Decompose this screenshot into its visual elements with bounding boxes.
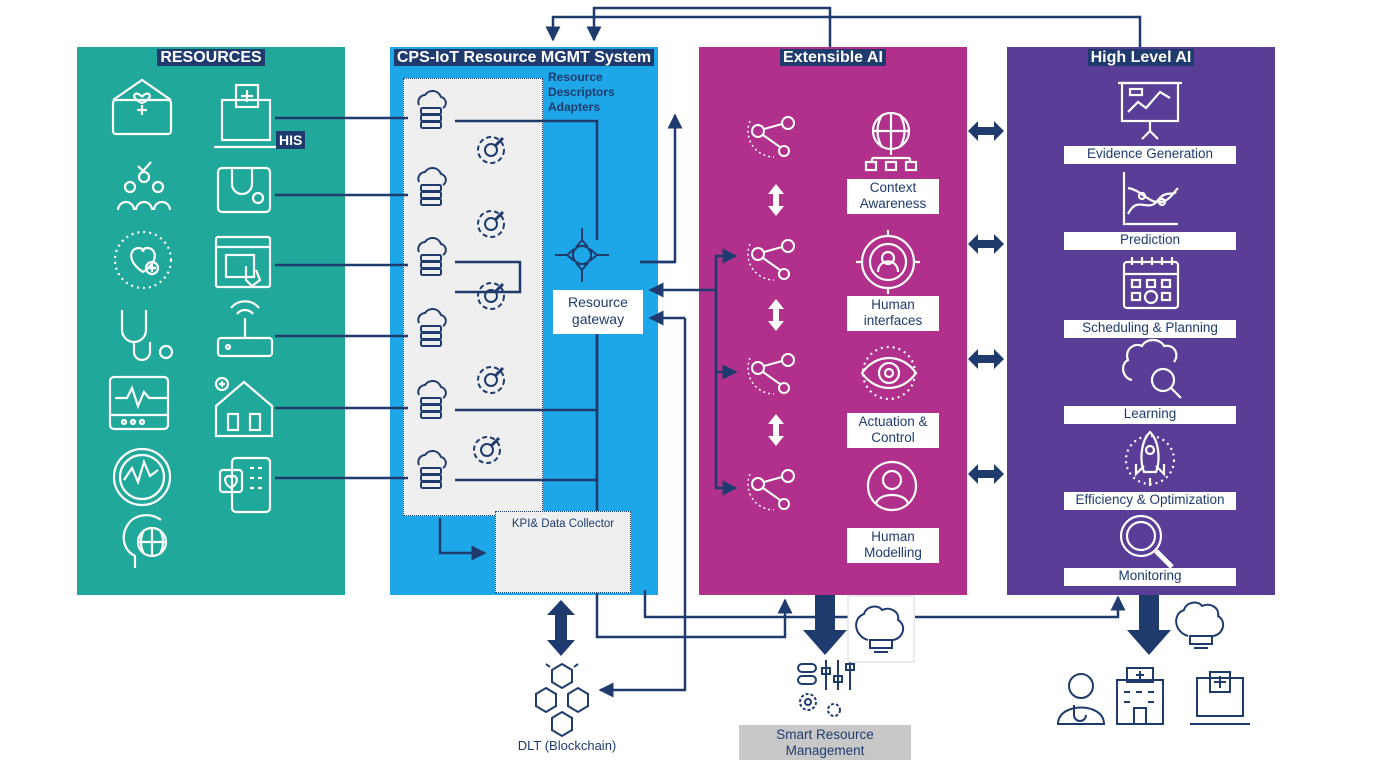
ext-item-label: Human (871, 297, 915, 312)
smart-resource-icon (797, 660, 855, 717)
monitor-wave-icon (108, 375, 170, 431)
high-level-icons (1118, 81, 1182, 569)
laptop-medical-icon (1190, 671, 1250, 725)
adapters-label-line2: Descriptors (548, 85, 615, 99)
down-arrow-smart (803, 595, 847, 655)
tablet-stethoscope-icon (216, 166, 272, 214)
lightbulb-brain-icon (1175, 601, 1225, 649)
hl-item-scheduling-planning: Scheduling & Planning (1064, 320, 1236, 338)
ext-item-human-modelling: Human Modelling (847, 528, 939, 563)
ext-updown-arrow-1 (768, 184, 784, 216)
down-arrow-high-level (1127, 595, 1171, 655)
share-node-icon (747, 116, 795, 158)
ext-item-label: interfaces (863, 313, 923, 328)
head-globe-icon (122, 514, 168, 568)
extensible-item-icons (856, 111, 920, 512)
calendar-icon (1122, 257, 1180, 310)
top-loop-lines (545, 6, 1142, 47)
ext-item-label: Context (869, 180, 917, 195)
resources-title: RESOURCES (157, 49, 265, 66)
eye-icon (860, 345, 918, 401)
high-level-ai-title: High Level AI (1087, 49, 1195, 66)
hl-item-efficiency-optimization: Efficiency & Optimization (1064, 492, 1236, 510)
person-icon (866, 460, 918, 512)
dlt-label: DLT (Blockchain) (517, 738, 617, 753)
ext-item-label: Control (871, 430, 915, 445)
ext-item-actuation-control: Actuation & Control (847, 413, 939, 448)
doctor-icon (1056, 673, 1106, 725)
screen-touch-icon (214, 235, 272, 289)
laptop-medical-icon (214, 83, 280, 149)
ext-item-context-awareness: Context Awareness (847, 179, 939, 214)
extensible-share-icons (747, 116, 795, 511)
gateway-label-line2: gateway (571, 311, 625, 327)
ext-hl-arrow-2 (968, 234, 1004, 254)
adapters-label: Resource Descriptors Adapters (548, 70, 615, 115)
gateway-hub-icon (555, 228, 609, 282)
headset-target-icon (856, 230, 920, 294)
stethoscope-icon (120, 310, 174, 362)
hl-item-prediction: Prediction (1064, 232, 1236, 250)
ext-item-human-interfaces: Human interfaces (847, 296, 939, 331)
brain-search-icon (1122, 338, 1182, 399)
share-node-icon (747, 469, 795, 511)
heart-plus-icon (113, 230, 173, 290)
smart-home-icon (214, 376, 274, 438)
people-group-icon (116, 161, 172, 211)
smart-resource-box: Smart Resource Management (739, 725, 911, 760)
router-icon (216, 300, 274, 358)
ext-item-label: Awareness (859, 196, 927, 211)
globe-network-icon (864, 111, 918, 172)
rocket-icon (1124, 430, 1176, 486)
share-node-icon (747, 239, 795, 281)
resource-gateway-box: Resource gateway (553, 290, 643, 334)
blockchain-icon (535, 662, 589, 738)
line-chart-icon (1122, 172, 1179, 226)
ext-hl-arrow-3 (968, 349, 1004, 369)
kpi-collector-box: KPI& Data Collector (495, 511, 631, 593)
hl-item-evidence-generation: Evidence Generation (1064, 146, 1236, 164)
ext-item-label: Human (871, 529, 915, 544)
extensible-ai-title: Extensible AI (780, 49, 886, 66)
phone-heart-icon (218, 456, 272, 514)
adapters-label-line3: Adapters (548, 100, 601, 114)
resource-icons (108, 78, 280, 568)
medical-kit-icon (111, 78, 173, 136)
ext-hl-arrow-1 (968, 121, 1004, 141)
his-label: HIS (276, 131, 306, 149)
chart-presentation-icon (1118, 81, 1182, 140)
ext-item-label: Actuation & (858, 414, 928, 429)
adapters-column (403, 78, 543, 516)
ext-updown-arrow-3 (768, 414, 784, 446)
dlt-updown-arrow (547, 600, 575, 656)
resource-connector-lines (275, 113, 1126, 698)
stakeholder-icons (1056, 667, 1250, 725)
hospital-icon (1116, 667, 1164, 725)
ext-item-label: Modelling (864, 545, 922, 560)
adapters-label-line1: Resource (548, 70, 603, 84)
ext-updown-arrow-2 (768, 299, 784, 331)
gateway-label-line1: Resource (568, 294, 628, 310)
magnifier-icon (1119, 514, 1174, 569)
hl-item-monitoring: Monitoring (1064, 568, 1236, 586)
hl-item-learning: Learning (1064, 406, 1236, 424)
lightbulb-brain-icon (847, 595, 915, 663)
smart-resource-label-line1: Smart Resource (776, 727, 874, 742)
kpi-collector-label: KPI& Data Collector (511, 518, 615, 530)
share-node-icon (747, 353, 795, 395)
adapter-icons (417, 89, 506, 489)
ext-hl-arrow-4 (968, 464, 1004, 484)
gauge-icon (112, 447, 172, 507)
smart-resource-label-line2: Management (785, 743, 865, 758)
cps-title: CPS-IoT Resource MGMT System (393, 49, 655, 66)
